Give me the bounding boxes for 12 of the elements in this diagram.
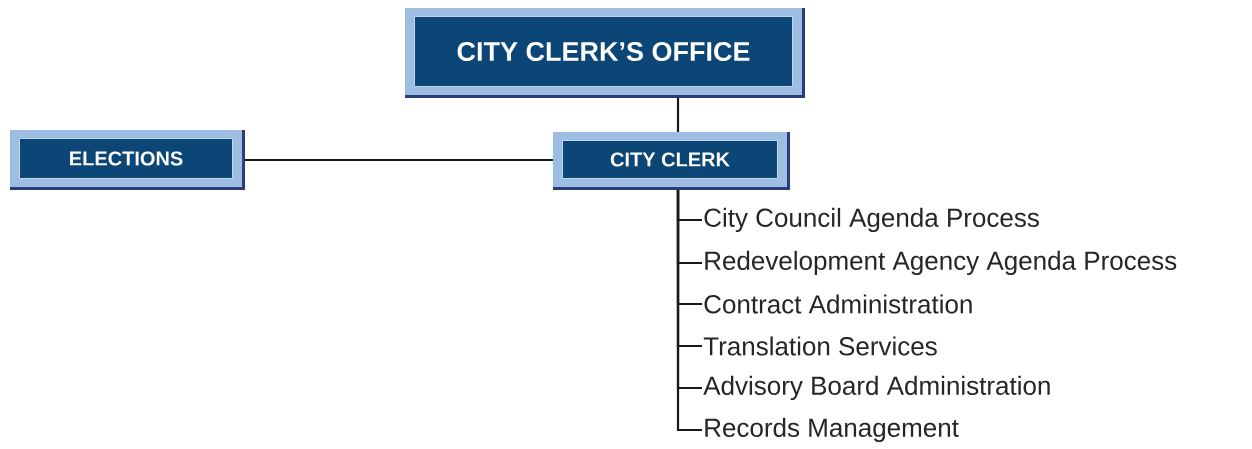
duty-text: City Council Agenda Process: [704, 207, 1039, 233]
connector-line: [676, 190, 702, 432]
duty-text: Redevelopment Agency Agenda Process: [705, 250, 1177, 276]
org-box: CITY CLERK: [553, 132, 790, 190]
org-box: CITY CLERK’S OFFICE: [405, 8, 805, 98]
connector-line: [676, 98, 680, 132]
org-box: ELECTIONS: [10, 130, 245, 190]
duty-text: Advisory Board Administration: [703, 375, 1050, 401]
duty-text: Contract Administration: [704, 294, 972, 314]
duty-text: Records Management: [705, 417, 959, 443]
duty-text: Translation Services: [703, 336, 937, 356]
connector-line: [245, 158, 553, 162]
